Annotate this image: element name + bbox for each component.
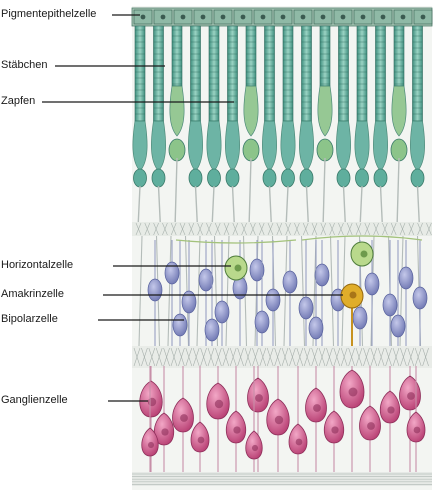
bipolar-cell: [198, 240, 214, 348]
bipolar-cell: [390, 240, 406, 348]
bipolar-cell: [298, 240, 314, 348]
rod-cell: [206, 25, 222, 231]
muller-fiber: [225, 235, 230, 347]
bipolar-cell: [164, 240, 180, 348]
label-horizontalzelle: Horizontalzelle: [1, 259, 74, 272]
label-amakrinzelle: Amakrinzelle: [1, 288, 64, 301]
pigment-epithelium-layer: [131, 7, 433, 27]
outer-plexiform-layer: [132, 222, 432, 236]
pigment-cell-nucleus: [320, 14, 326, 20]
bipolar-cell: [282, 240, 298, 348]
pigment-cell-nucleus: [220, 14, 226, 20]
pigment-cell-nucleus: [360, 14, 366, 20]
pigment-cell-nucleus: [280, 14, 286, 20]
muller-fiber: [300, 235, 306, 347]
photoreceptor-layer: [132, 25, 425, 231]
label-ganglienzelle: Ganglienzelle: [1, 394, 68, 407]
bipolar-cell: [314, 240, 330, 348]
pigment-epithelium-cells: [133, 9, 433, 25]
cone-cell: [390, 25, 408, 231]
pigment-cell-nucleus: [420, 14, 426, 20]
rod-cell: [225, 25, 240, 231]
ganglion-cell: [305, 366, 327, 478]
muller-fiber: [196, 235, 201, 347]
ganglion-cell: [399, 366, 421, 478]
pigment-cell-nucleus: [340, 14, 346, 20]
bipolar-cell: [204, 240, 220, 348]
horizontal-cell: [301, 235, 423, 267]
ganglion-cell: [406, 366, 426, 478]
pigment-cell-nucleus: [140, 14, 146, 20]
leader-lines: [42, 14, 343, 402]
pigment-cell-nucleus: [400, 14, 406, 20]
ganglion-cell: [339, 366, 365, 478]
ganglion-cell: [323, 366, 345, 478]
ganglion-cell-layer: [139, 366, 426, 478]
pigment-cell-nucleus: [160, 14, 166, 20]
bipolar-cell: [412, 240, 428, 348]
ganglion-cell: [206, 366, 230, 478]
ganglion-cell: [266, 366, 290, 478]
pigment-cell-nucleus: [200, 14, 206, 20]
bipolar-cell: [308, 240, 324, 348]
rod-cell: [299, 25, 314, 231]
label-staebchen: Stäbchen: [1, 59, 48, 72]
label-zapfen: Zapfen: [1, 95, 36, 108]
pigment-cell-nucleus: [240, 14, 246, 20]
bipolar-cell: [254, 240, 270, 348]
rod-cell: [151, 25, 166, 231]
muller-fiber: [184, 235, 190, 347]
inner-plexiform-layer: [132, 346, 432, 368]
pigment-cell-nucleus: [260, 14, 266, 20]
pigment-cell-nucleus: [380, 14, 386, 20]
label-bipolarzelle: Bipolarzelle: [1, 313, 58, 326]
ganglion-cell: [245, 366, 263, 478]
muller-fiber: [138, 235, 143, 347]
rod-cell: [262, 25, 277, 231]
bipolar-cell: [249, 240, 265, 348]
horizontal-cell: [175, 239, 297, 281]
rod-cell: [373, 25, 388, 231]
nerve-fiber-layer: [132, 472, 432, 486]
rod-cell: [354, 25, 370, 231]
ganglion-cell: [379, 366, 401, 478]
label-pigmentepithelzelle: Pigmentepithelzelle: [1, 8, 97, 21]
rod-cell: [188, 25, 203, 231]
rod-cell: [280, 25, 296, 231]
pigment-cell-nucleus: [300, 14, 306, 20]
bipolar-cell: [214, 240, 230, 348]
ganglion-cell: [141, 366, 159, 478]
bipolar-cell: [382, 240, 398, 348]
ganglion-cell: [172, 366, 194, 478]
inner-nuclear-layer: [138, 235, 428, 365]
muller-fiber: [329, 235, 335, 347]
bipolar-cell: [398, 240, 414, 348]
muller-fiber: [167, 235, 172, 347]
pigment-cell-nucleus: [180, 14, 186, 20]
ganglion-cell: [359, 366, 381, 478]
